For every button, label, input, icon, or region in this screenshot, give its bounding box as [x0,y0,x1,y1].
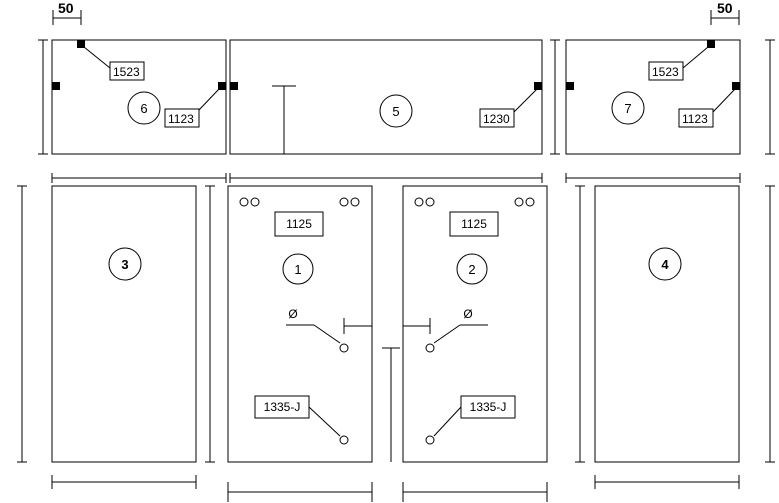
panel-2: 1125 2 Ø 1335-J [402,185,548,502]
panel-5-marker [379,94,413,128]
panel-2-marker [456,253,488,285]
dimension-lines-middle [51,173,741,183]
dimension-lines-top-row [38,39,775,155]
panel-6-marker [127,91,161,125]
symbol-p2-phi: Ø [463,307,472,321]
tag-p1-top [274,211,324,237]
dimension-right: 50 [710,0,740,25]
tag-p5-right [479,108,515,128]
panel-3-number: 3 [121,257,128,272]
panel-1: 1125 1 Ø 1335-J [227,185,373,502]
tag-p6-top-label: 1523 [113,65,140,79]
panel-3: 3 [51,185,215,489]
panel-7-marker [611,91,645,125]
panel-3-marker [108,247,142,281]
panel-6-number: 6 [140,101,147,116]
panel-7: 1523 1123 7 [565,39,741,155]
tag-p7-left [678,108,714,128]
panel-5-number: 5 [392,104,399,119]
center-post [382,347,400,462]
symbol-p1-phi: Ø [288,307,297,321]
dimension-left-label: 50 [58,0,74,16]
panel-1-number: 1 [294,262,301,277]
tag-p1-top-label: 1125 [286,217,312,231]
tag-p1-bottom-label: 1335-J [264,400,301,414]
panel-5: 1230 5 [229,39,543,155]
panel-7-number: 7 [624,101,631,116]
tag-p6-right-label: 1123 [168,112,194,126]
panel-2-number: 2 [468,262,475,277]
tag-p5-right-label: 1230 [483,112,510,126]
tag-p7-top-label: 1523 [652,65,679,79]
tag-p6-right [164,108,200,128]
tag-p2-top [449,211,499,237]
panel-6: 1523 1123 6 [51,39,227,155]
tag-p6-top [109,61,145,81]
panel-4-marker [648,247,682,281]
tag-p2-bottom-label: 1335-J [470,400,507,414]
dimension-left: 50 [52,0,82,25]
dimension-lines-bottom-row [17,185,775,463]
panel-1-marker [282,253,314,285]
dimension-right-label: 50 [717,0,733,16]
tag-p7-left-label: 1123 [682,112,708,126]
tag-p2-top-label: 1125 [461,217,487,231]
panel-4: 4 [575,185,740,489]
tag-p7-top [648,61,684,81]
panel-4-number: 4 [661,257,669,272]
